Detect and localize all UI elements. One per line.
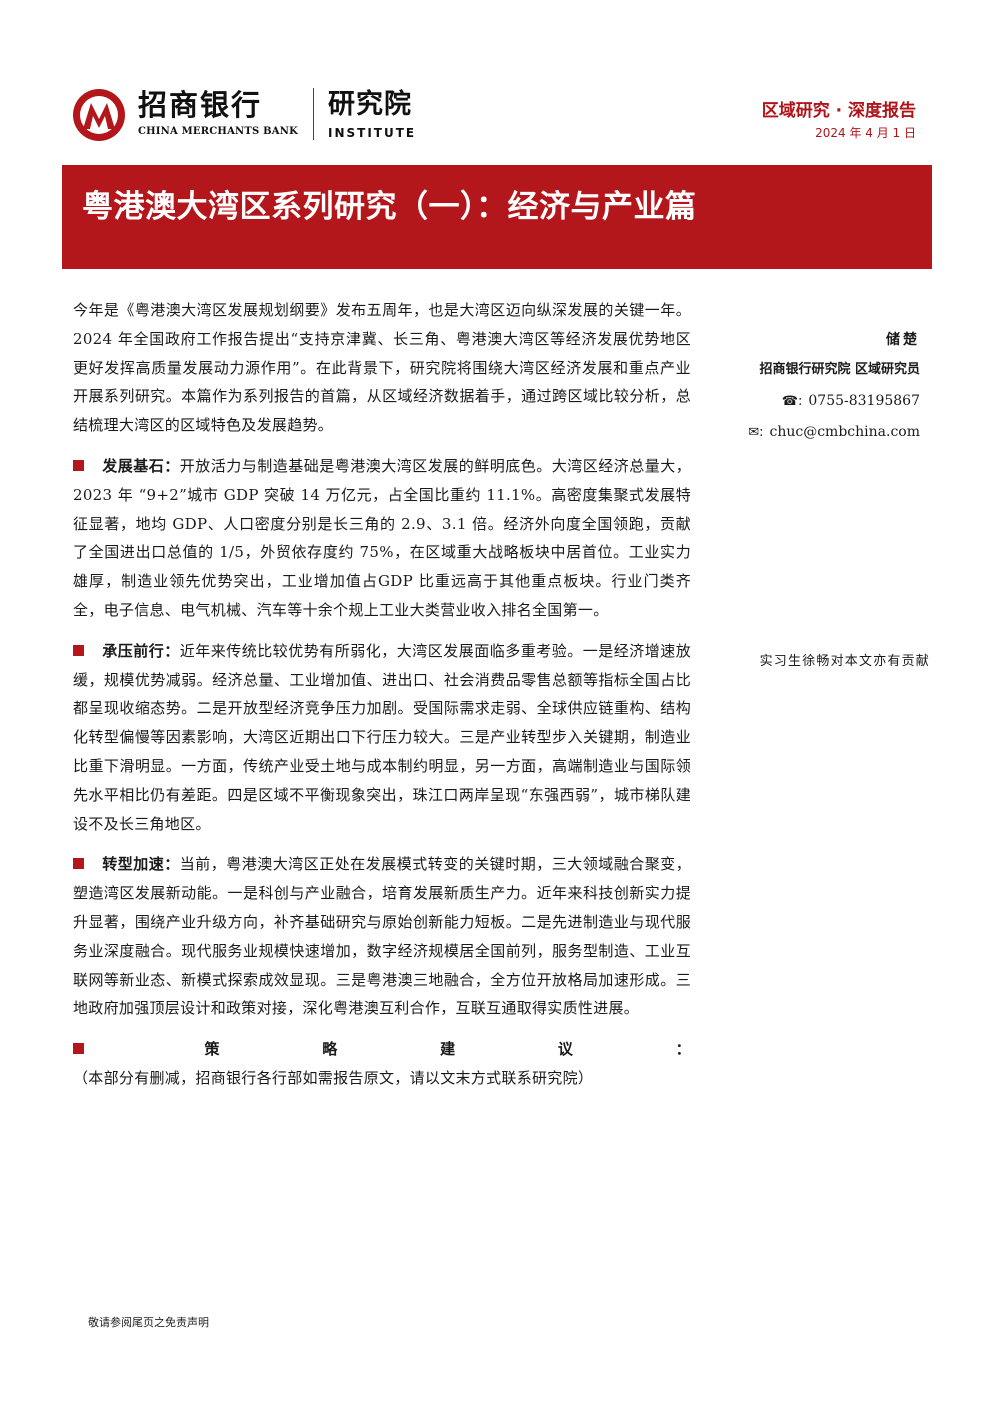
section-lead: 转型加速： (102, 855, 180, 874)
report-title: 粤港澳大湾区系列研究（一）：经济与产业篇 (82, 189, 697, 225)
section-text: 当前，粤港澳大湾区正处在发展模式转变的关键时期，三大领域融合聚变，塑造湾区发展新… (73, 855, 691, 1018)
bullet-square-icon (73, 1043, 84, 1055)
logo-chinese-name: 招商银行 (138, 88, 263, 122)
author-info: 储楚 招商银行研究院 区域研究员 ☎: 0755-83195867 ✉: chuc@… (748, 326, 920, 448)
report-date: 2024 年 4 月 1 日 (815, 126, 916, 140)
section-paragraph: 承压前行：近年来传统比较优势有所弱化，大湾区发展面临多重考验。一是经济增速放缓，… (73, 637, 691, 839)
envelope-icon: ✉: (748, 425, 764, 440)
logo-english-name: CHINA MERCHANTS BANK (138, 126, 298, 137)
bullet-square-icon (73, 644, 84, 656)
author-name: 储楚 (886, 332, 920, 348)
section-paragraph: 转型加速：当前，粤港澳大湾区正处在发展模式转变的关键时期，三大领域融合聚变，塑造… (73, 850, 691, 1023)
section-paragraph: 策略建议： （本部分有删减，招商银行各行部如需报告原文，请以文末方式联系研究院） (73, 1035, 691, 1093)
bullet-square-icon (73, 459, 84, 471)
title-banner: 粤港澳大湾区系列研究（一）：经济与产业篇 (62, 165, 932, 269)
contributor-note: 实习生徐畅对本文亦有贡献 (759, 654, 930, 669)
section-text: （本部分有删减，招商银行各行部如需报告原文，请以文末方式联系研究院） (73, 1068, 594, 1087)
disclaimer-note: 敬请参阅尾页之免责声明 (88, 1316, 209, 1329)
phone-icon: ☎: (781, 394, 803, 409)
author-title: 招商银行研究院 区域研究员 (759, 362, 920, 377)
bullet-square-icon (73, 858, 84, 870)
report-type: 区域研究 · 深度报告 (761, 101, 916, 121)
institute-english-name: INSTITUTE (328, 126, 417, 140)
report-body: 今年是《粤港澳大湾区发展规划纲要》发布五周年，也是大湾区迈向纵深发展的关键一年。… (73, 296, 691, 1093)
company-logo: 招商银行 CHINA MERCHANTS BANK 研究院 INSTITUTE (72, 86, 432, 144)
section-lead: 策略建议： (102, 1040, 691, 1059)
phone-number: 0755-83195867 (808, 393, 920, 409)
author-phone: ☎: 0755-83195867 (748, 386, 920, 417)
email-address[interactable]: chuc@cmbchina.com (769, 424, 921, 440)
logo-divider (313, 88, 314, 140)
bank-logo-icon (73, 89, 125, 141)
section-text: 开放活力与制造基础是粤港澳大湾区发展的鲜明底色。大湾区经济总量大，2023 年 … (73, 456, 691, 619)
section-lead: 承压前行： (102, 641, 180, 660)
section-text: 近年来传统比较优势有所弱化，大湾区发展面临多重考验。一是经济增速放缓，规模优势减… (73, 641, 691, 833)
institute-chinese-name: 研究院 (328, 89, 412, 120)
section-paragraph: 发展基石：开放活力与制造基础是粤港澳大湾区发展的鲜明底色。大湾区经济总量大，20… (73, 452, 691, 625)
author-email: ✉: chuc@cmbchina.com (748, 417, 920, 448)
intro-paragraph: 今年是《粤港澳大湾区发展规划纲要》发布五周年，也是大湾区迈向纵深发展的关键一年。… (73, 301, 691, 435)
section-lead: 发展基石： (102, 456, 180, 475)
